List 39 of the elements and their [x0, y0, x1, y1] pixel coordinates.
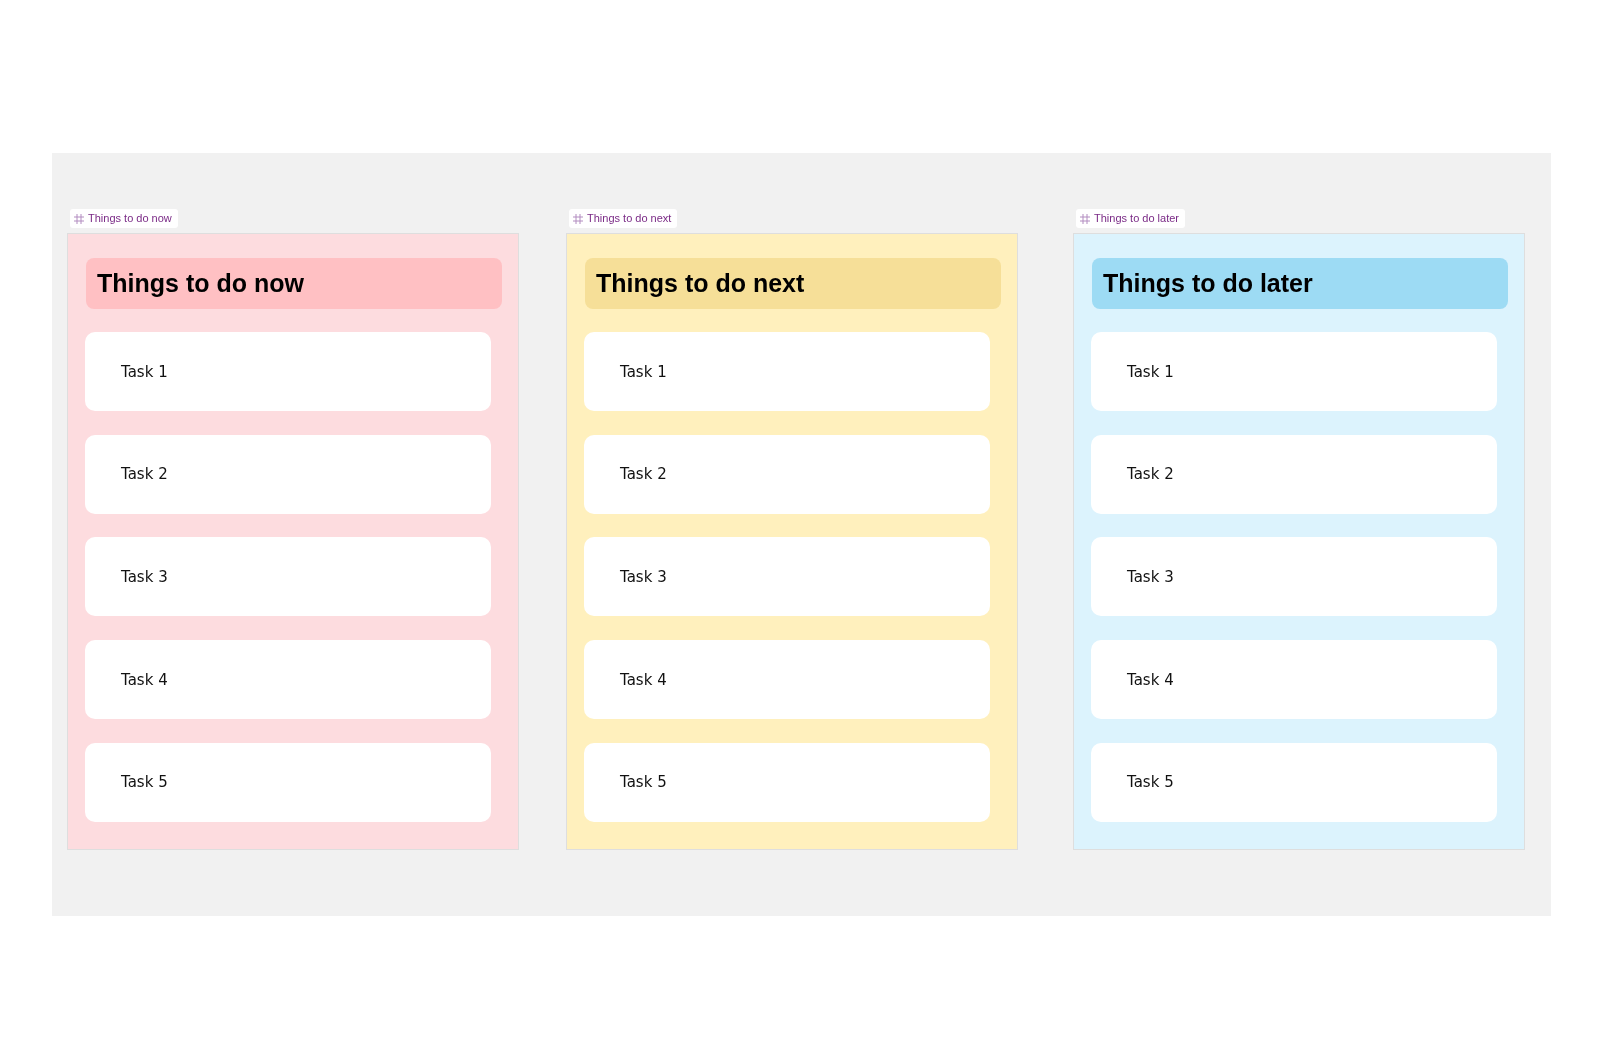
column-header [86, 258, 502, 309]
task-label: Task 2 [619, 465, 667, 484]
header-title: Things to do now [96, 269, 304, 298]
header-title: Things to do next [595, 269, 805, 298]
task-card [1091, 332, 1497, 411]
column-header [585, 258, 1001, 309]
task-card [85, 332, 491, 411]
task-card [584, 332, 990, 411]
header-title: Things to do later [1102, 269, 1313, 298]
task-label: Task 3 [619, 567, 667, 586]
task-card [85, 742, 491, 822]
task-card [1091, 742, 1497, 822]
task-card [85, 434, 491, 514]
frame-title: Things to do later [1094, 211, 1179, 226]
task-card [584, 742, 990, 822]
task-label: Task 3 [1126, 567, 1174, 586]
task-label: Task 5 [120, 773, 168, 792]
task-card [85, 537, 491, 617]
task-label: Task 2 [120, 465, 168, 484]
frame-title: Things to do next [587, 211, 672, 226]
task-label: Task 1 [619, 362, 667, 381]
task-card [1091, 434, 1497, 514]
task-card [584, 640, 990, 720]
task-card [584, 434, 990, 514]
task-label: Task 4 [1126, 670, 1174, 689]
task-label: Task 1 [120, 362, 168, 381]
column-header [1092, 258, 1508, 309]
task-card [85, 640, 491, 720]
task-card [1091, 640, 1497, 720]
task-label: Task 1 [1126, 362, 1174, 381]
task-label: Task 5 [619, 773, 667, 792]
task-label: Task 4 [120, 670, 168, 689]
task-label: Task 5 [1126, 773, 1174, 792]
task-label: Task 2 [1126, 465, 1174, 484]
task-label: Task 4 [619, 670, 667, 689]
task-card [584, 537, 990, 617]
frame-title: Things to do now [88, 211, 172, 226]
task-card [1091, 537, 1497, 617]
task-label: Task 3 [120, 567, 168, 586]
